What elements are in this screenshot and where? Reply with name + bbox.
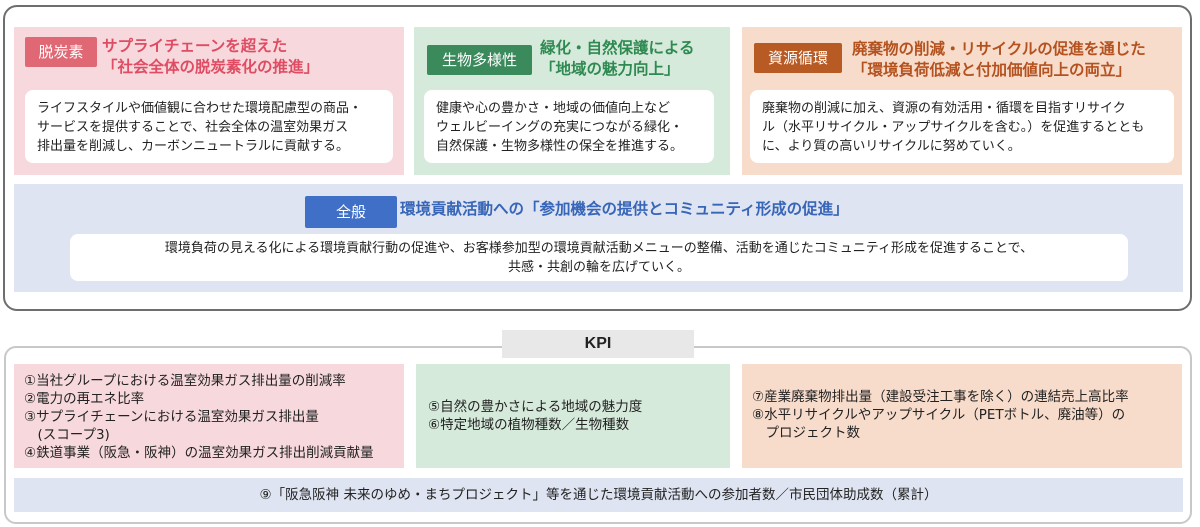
- description-line: サービスを提供することで、社会全体の温室効果ガス: [37, 120, 349, 135]
- theme-description-general: 環境負荷の見える化による環境貢献行動の促進や、お客様参加型の環境貢献活動メニュー…: [70, 234, 1128, 281]
- theme-tag-general: 全般: [305, 196, 397, 228]
- headline-line: 「環境負荷低減と付加価値向上の両立」: [852, 61, 1132, 79]
- theme-panel-general: 全般 環境貢献活動への「参加機会の提供とコミュニティ形成の促進」 環境負荷の見え…: [14, 184, 1183, 292]
- description-line: 環境負荷の見える化による環境貢献行動の促進や、お客様参加型の環境貢献活動メニュー…: [164, 241, 1034, 256]
- description-line: ウェルビーイングの充実につながる緑化・: [436, 120, 684, 135]
- theme-headline-decarbonization: サプライチェーンを超えた 「社会全体の脱炭素化の推進」: [102, 36, 319, 78]
- theme-headline-biodiversity: 緑化・自然保護による 「地域の魅力向上」: [540, 38, 695, 80]
- kpi-item: ④鉄道事業（阪急・阪神）の温室効果ガス排出削減貢献量: [24, 445, 374, 461]
- theme-panel-decarbonization: 脱炭素 サプライチェーンを超えた 「社会全体の脱炭素化の推進」 ライフスタイルや…: [14, 27, 404, 175]
- theme-description-biodiversity: 健康や心の豊かさ・地域の価値向上など ウェルビーイングの充実につながる緑化・ 自…: [424, 90, 714, 163]
- kpi-general: ⑨「阪急阪神 未来のゆめ・まちプロジェクト」等を通じた環境貢献活動への参加者数／…: [14, 478, 1183, 512]
- theme-panel-resource-circulation: 資源循環 廃棄物の削減・リサイクルの促進を通じた 「環境負荷低減と付加価値向上の…: [742, 27, 1182, 175]
- kpi-list-resource-circulation: ⑦産業廃棄物排出量（建設受注工事を除く）の連結売上高比率 ⑧水平リサイクルやアッ…: [742, 364, 1182, 468]
- kpi-item: ①当社グループにおける温室効果ガス排出量の削減率: [24, 373, 346, 389]
- theme-panel-biodiversity: 生物多様性 緑化・自然保護による 「地域の魅力向上」 健康や心の豊かさ・地域の価…: [414, 27, 730, 175]
- theme-tag-resource-circulation: 資源循環: [754, 43, 842, 73]
- headline-line: 「社会全体の脱炭素化の推進」: [102, 58, 320, 76]
- theme-description-resource-circulation: 廃棄物の削減に加え、資源の有効活用・循環を目指すリサイク ル（水平リサイクル・ア…: [750, 90, 1174, 163]
- kpi-item: ⑤自然の豊かさによる地域の魅力度: [428, 399, 643, 415]
- headline-line: 緑化・自然保護による: [540, 39, 695, 57]
- description-line: 排出量を削減し、カーボンニュートラルに貢献する。: [37, 139, 350, 154]
- description-line: に、より質の高いリサイクルに努めていく。: [762, 139, 1021, 154]
- themes-frame: [3, 5, 1192, 311]
- kpi-title: KPI: [502, 330, 694, 358]
- theme-headline-resource-circulation: 廃棄物の削減・リサイクルの促進を通じた 「環境負荷低減と付加価値向上の両立」: [852, 39, 1146, 81]
- description-line: 共感・共創の輪を広げていく。: [507, 260, 690, 275]
- description-line: ライフスタイルや価値観に合わせた環境配慮型の商品・: [37, 101, 363, 116]
- theme-tag-decarbonization: 脱炭素: [25, 37, 97, 67]
- kpi-list-biodiversity: ⑤自然の豊かさによる地域の魅力度 ⑥特定地域の植物種数／生物種数: [416, 364, 730, 468]
- headline-line: 廃棄物の削減・リサイクルの促進を通じた: [852, 40, 1146, 58]
- description-line: 自然保護・生物多様性の保全を推進する。: [436, 139, 684, 154]
- headline-line: 「地域の魅力向上」: [540, 60, 680, 78]
- kpi-item: プロジェクト数: [752, 425, 860, 441]
- kpi-item: ⑥特定地域の植物種数／生物種数: [428, 417, 630, 433]
- kpi-item: (スコープ3): [24, 427, 110, 443]
- kpi-item: ③サプライチェーンにおける温室効果ガス排出量: [24, 409, 319, 425]
- theme-headline-general: 環境貢献活動への「参加機会の提供とコミュニティ形成の促進」: [400, 200, 849, 218]
- headline-line: サプライチェーンを超えた: [102, 37, 288, 55]
- description-line: 健康や心の豊かさ・地域の価値向上など: [436, 101, 671, 116]
- kpi-item: ②電力の再エネ比率: [24, 391, 145, 407]
- theme-tag-biodiversity: 生物多様性: [427, 45, 532, 75]
- kpi-list-decarbonization: ①当社グループにおける温室効果ガス排出量の削減率 ②電力の再エネ比率 ③サプライ…: [14, 364, 404, 468]
- kpi-item: ⑦産業廃棄物排出量（建設受注工事を除く）の連結売上高比率: [752, 389, 1129, 405]
- description-line: ル（水平リサイクル・アップサイクルを含む。）を促進するととも: [762, 120, 1145, 135]
- theme-description-decarbonization: ライフスタイルや価値観に合わせた環境配慮型の商品・ サービスを提供することで、社…: [25, 90, 393, 163]
- description-line: 廃棄物の削減に加え、資源の有効活用・循環を目指すリサイク: [762, 101, 1126, 116]
- kpi-item: ⑧水平リサイクルやアップサイクル（PETボトル、廃油等）の: [752, 407, 1126, 423]
